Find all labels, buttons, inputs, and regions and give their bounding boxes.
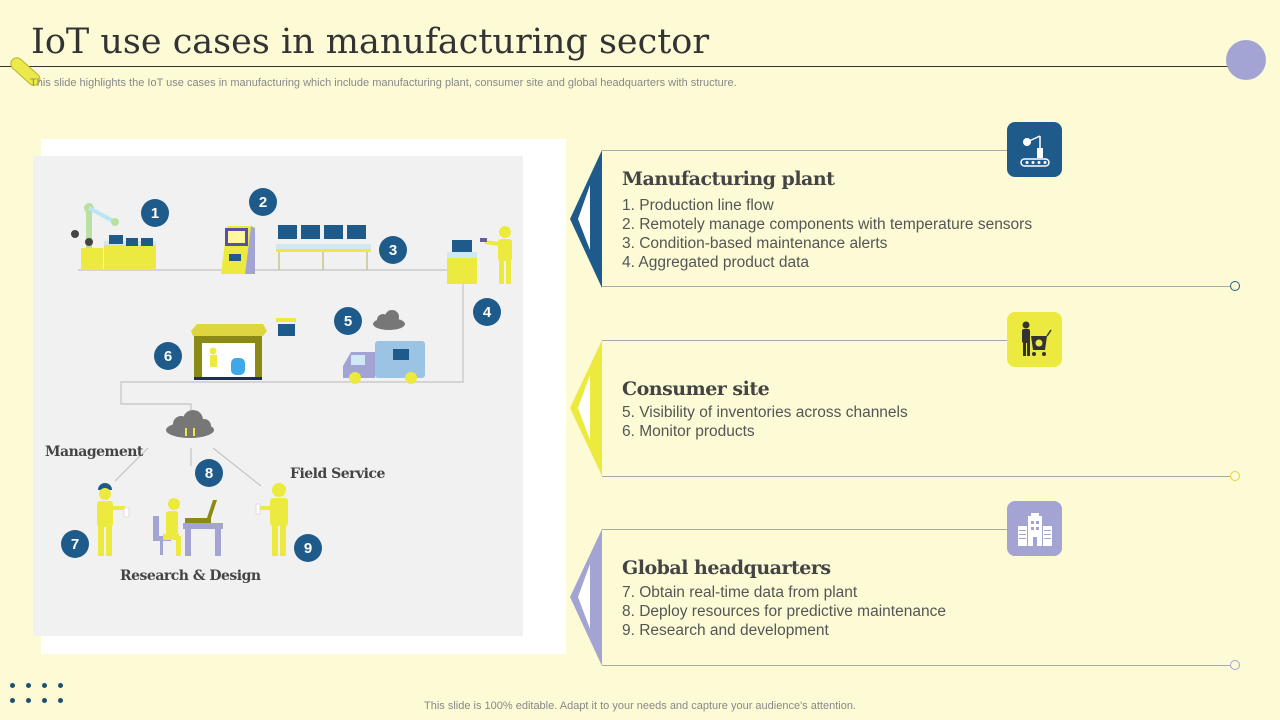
robot-arm-icon xyxy=(71,203,156,270)
section-items: 5. Visibility of inventories across chan… xyxy=(622,403,908,441)
decorative-dots-icon xyxy=(10,683,64,703)
chevron-left-icon xyxy=(570,529,602,666)
step-badge-2: 2 xyxy=(249,188,277,216)
section-title: Consumer site xyxy=(622,378,770,400)
section-items: 7. Obtain real-time data from plant 8. D… xyxy=(622,583,946,640)
section-title: Manufacturing plant xyxy=(622,168,835,190)
researcher-desk-icon xyxy=(153,498,223,556)
step-badge-3: 3 xyxy=(379,236,407,264)
section-end-dot xyxy=(1230,660,1240,670)
section-bottom-rule xyxy=(602,286,1230,287)
section-end-dot xyxy=(1230,471,1240,481)
worker-scanner-icon xyxy=(447,226,512,284)
sensor-kiosk-icon xyxy=(221,226,255,274)
decorative-circle xyxy=(1226,40,1266,80)
step-badge-7: 7 xyxy=(61,530,89,558)
step-badge-9: 9 xyxy=(294,534,322,562)
factory-robot-arm-icon xyxy=(1007,122,1062,177)
central-cloud-icon xyxy=(166,410,214,438)
chevron-left-icon xyxy=(570,150,602,288)
manager-person-icon xyxy=(97,483,130,556)
step-badge-4: 4 xyxy=(473,298,501,326)
drone-icon xyxy=(276,318,296,336)
section-top-rule xyxy=(602,340,1010,341)
cloud-icon xyxy=(373,310,405,330)
list-item: 9. Research and development xyxy=(622,622,829,639)
section-bottom-rule xyxy=(602,665,1230,666)
list-item: 1. Production line flow xyxy=(622,197,774,214)
list-item: 2. Remotely manage components with tempe… xyxy=(622,216,1033,233)
step-badge-5: 5 xyxy=(334,307,362,335)
warehouse-icon xyxy=(191,324,267,380)
section-manufacturing-plant: Manufacturing plant 1. Production line f… xyxy=(570,122,1250,291)
section-end-dot xyxy=(1230,281,1240,291)
list-item: 8. Deploy resources for predictive maint… xyxy=(622,603,946,620)
section-global-headquarters: Global headquarters 7. Obtain real-time … xyxy=(570,501,1250,670)
footer-note: This slide is 100% editable. Adapt it to… xyxy=(424,700,856,712)
office-building-icon xyxy=(1007,501,1062,556)
section-title: Global headquarters xyxy=(622,557,831,579)
list-item: 5. Visibility of inventories across chan… xyxy=(622,404,908,421)
shopping-cart-person-icon xyxy=(1007,312,1062,367)
step-badge-8: 8 xyxy=(195,459,223,487)
list-item: 7. Obtain real-time data from plant xyxy=(622,584,858,601)
section-bottom-rule xyxy=(602,476,1230,477)
slide-subtitle: This slide highlights the IoT use cases … xyxy=(30,77,737,89)
delivery-truck-icon xyxy=(343,341,425,384)
step-badge-1: 1 xyxy=(141,199,169,227)
section-consumer-site: Consumer site 5. Visibility of inventori… xyxy=(570,312,1250,481)
list-item: 3. Condition-based maintenance alerts xyxy=(622,235,888,252)
list-item: 6. Monitor products xyxy=(622,423,755,440)
title-divider xyxy=(0,66,1230,67)
conveyor-belt-icon xyxy=(276,225,371,270)
management-label: Management xyxy=(45,444,143,460)
section-top-rule xyxy=(602,150,1010,151)
slide-title: IoT use cases in manufacturing sector xyxy=(31,22,710,62)
field-service-person-icon xyxy=(255,483,288,556)
field-service-label: Field Service xyxy=(290,466,385,482)
iot-flow-diagram xyxy=(71,203,512,556)
research-design-label: Research & Design xyxy=(120,568,261,584)
step-badge-6: 6 xyxy=(154,342,182,370)
list-item: 4. Aggregated product data xyxy=(622,254,810,271)
section-items: 1. Production line flow 2. Remotely mana… xyxy=(622,196,1032,272)
chevron-left-icon xyxy=(570,340,602,476)
section-top-rule xyxy=(602,529,1010,530)
